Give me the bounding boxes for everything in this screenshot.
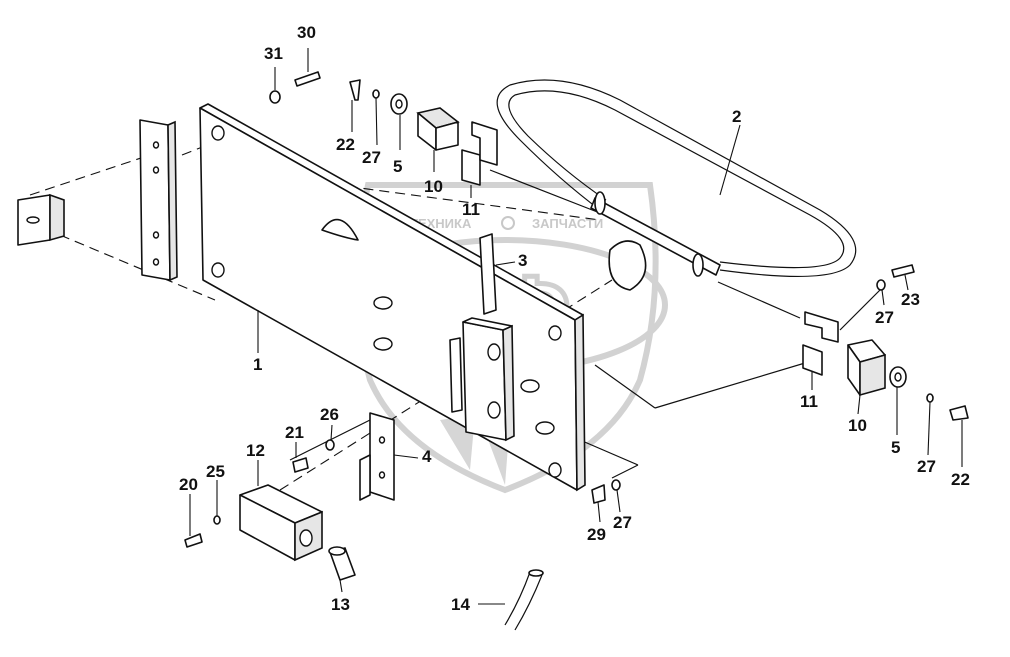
callout-25: 25 bbox=[206, 462, 225, 481]
leader-lines bbox=[189, 48, 963, 605]
part-12-box bbox=[239, 484, 323, 562]
callout-labels: 2 3 1 4 30 31 22 27 5 10 11 23 27 11 10 … bbox=[179, 23, 970, 614]
callout-27-bottom: 27 bbox=[613, 513, 632, 532]
callout-29: 29 bbox=[587, 525, 606, 544]
callout-5-lower: 5 bbox=[891, 438, 900, 457]
callout-27-lower: 27 bbox=[917, 457, 936, 476]
part-27-washer-bottom bbox=[611, 479, 621, 491]
callout-14: 14 bbox=[451, 595, 470, 614]
callout-22-lower: 22 bbox=[951, 470, 970, 489]
callout-23: 23 bbox=[901, 290, 920, 309]
part-14-hose bbox=[504, 569, 544, 631]
part-25-washer bbox=[213, 515, 221, 525]
part-20-screw bbox=[184, 533, 203, 548]
callout-4: 4 bbox=[422, 447, 432, 466]
callout-5-upper: 5 bbox=[393, 157, 402, 176]
part-30-bolt bbox=[294, 71, 321, 87]
part-23-screw bbox=[891, 264, 915, 278]
callout-27-right: 27 bbox=[875, 308, 894, 327]
callout-11-upper: 11 bbox=[462, 200, 480, 219]
watermark-text-right: ЗАПЧАСТИ bbox=[532, 216, 603, 231]
part-11-bracket-right bbox=[802, 311, 839, 376]
left-pad-assembly bbox=[17, 119, 178, 282]
callout-20: 20 bbox=[179, 475, 198, 494]
part-2-handle bbox=[496, 79, 857, 291]
part-27-washer-upper bbox=[372, 89, 380, 99]
part-26-washer bbox=[325, 439, 335, 451]
part-31-nut bbox=[269, 90, 281, 104]
callout-12: 12 bbox=[246, 441, 265, 460]
callout-27-upper: 27 bbox=[362, 148, 381, 167]
part-3-slider bbox=[449, 233, 515, 442]
part-10-block-upper bbox=[416, 107, 460, 151]
callout-22-upper: 22 bbox=[336, 135, 355, 154]
callout-10-lower: 10 bbox=[848, 416, 867, 435]
callout-21: 21 bbox=[285, 423, 304, 442]
part-10-block-lower bbox=[847, 339, 886, 397]
part-27-washer-lower bbox=[926, 393, 934, 403]
part-27-washer-right bbox=[876, 279, 886, 291]
watermark-gear-icon bbox=[501, 216, 515, 230]
part-22-screw-lower bbox=[949, 405, 969, 421]
callout-1: 1 bbox=[253, 355, 262, 374]
callout-10-upper: 10 bbox=[424, 177, 443, 196]
callout-30: 30 bbox=[297, 23, 316, 42]
callout-2: 2 bbox=[732, 107, 741, 126]
fasteners bbox=[184, 71, 969, 548]
part-13-fitting bbox=[328, 546, 356, 581]
part-11-bracket-left bbox=[461, 121, 498, 186]
part-22-screw-upper bbox=[349, 79, 361, 101]
part-21-screw bbox=[292, 457, 309, 473]
callout-13: 13 bbox=[331, 595, 350, 614]
part-29-nut bbox=[591, 484, 606, 504]
part-4-bracket bbox=[359, 412, 395, 501]
callout-11-lower: 11 bbox=[800, 392, 818, 411]
callout-26: 26 bbox=[320, 405, 339, 424]
callout-31: 31 bbox=[264, 44, 283, 63]
callout-3: 3 bbox=[518, 251, 527, 270]
